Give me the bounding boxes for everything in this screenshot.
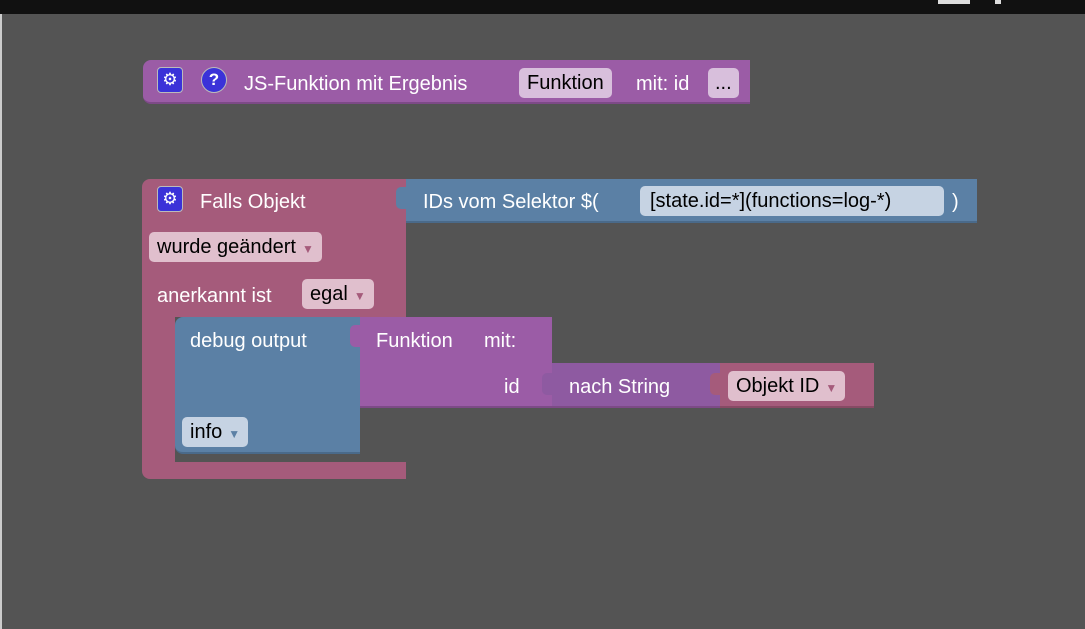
call-label: Funktion bbox=[376, 330, 453, 352]
params-label: mit: id bbox=[636, 73, 690, 95]
toolbar-icon[interactable] bbox=[995, 0, 1001, 4]
selector-input[interactable]: [state.id=*](functions=log-*) bbox=[640, 186, 944, 216]
gear-icon[interactable]: ⚙ bbox=[157, 67, 183, 93]
selector-label: IDs vom Selektor $( bbox=[423, 191, 599, 213]
debug-label: debug output bbox=[190, 330, 307, 352]
object-id-value: Objekt ID bbox=[736, 375, 820, 397]
trigger-title: Falls Objekt bbox=[200, 191, 306, 213]
params-more-button[interactable]: ... bbox=[708, 68, 739, 98]
dropdown-arrow-icon: ▼ bbox=[228, 427, 241, 441]
js-function-block[interactable]: ⚙ ? JS-Funktion mit Ergebnis Funktion mi… bbox=[143, 60, 750, 104]
connector-notch bbox=[710, 373, 720, 395]
workspace-edge bbox=[0, 14, 2, 629]
connector-notch bbox=[396, 187, 406, 209]
selector-close: ) bbox=[952, 191, 959, 213]
level-select-value: info bbox=[190, 421, 223, 443]
object-id-block[interactable]: Objekt ID ▼ bbox=[710, 363, 874, 408]
ack-select-value: egal bbox=[310, 283, 348, 305]
dropdown-arrow-icon: ▼ bbox=[301, 242, 314, 256]
function-call-block[interactable]: Funktion mit: id bbox=[350, 317, 552, 408]
gear-icon[interactable]: ⚙ bbox=[157, 186, 183, 212]
level-select[interactable]: info ▼ bbox=[182, 417, 249, 447]
event-select-value: wurde geändert bbox=[157, 236, 296, 258]
event-select[interactable]: wurde geändert ▼ bbox=[149, 232, 322, 262]
ack-label: anerkannt ist bbox=[157, 285, 272, 307]
dropdown-arrow-icon: ▼ bbox=[353, 289, 366, 303]
toolbar-icon[interactable] bbox=[938, 0, 970, 4]
connector-notch bbox=[542, 373, 552, 395]
trigger-block-bottom bbox=[142, 462, 406, 479]
connector-notch bbox=[350, 325, 360, 347]
dropdown-arrow-icon: ▼ bbox=[825, 381, 838, 395]
top-bar bbox=[0, 0, 1085, 14]
call-param: id bbox=[504, 376, 520, 398]
debug-output-block[interactable]: debug output info ▼ bbox=[175, 317, 360, 454]
call-with: mit: bbox=[484, 330, 517, 352]
function-name-field[interactable]: Funktion bbox=[519, 68, 612, 98]
object-id-select[interactable]: Objekt ID ▼ bbox=[728, 371, 846, 401]
ack-select[interactable]: egal ▼ bbox=[302, 279, 374, 309]
trigger-block-side bbox=[142, 316, 175, 464]
to-string-block[interactable]: nach String bbox=[542, 363, 720, 408]
selector-block[interactable]: IDs vom Selektor $( [state.id=*](functio… bbox=[396, 179, 977, 223]
to-string-label: nach String bbox=[569, 376, 671, 398]
block-title: JS-Funktion mit Ergebnis bbox=[244, 73, 468, 95]
help-icon[interactable]: ? bbox=[201, 67, 227, 93]
